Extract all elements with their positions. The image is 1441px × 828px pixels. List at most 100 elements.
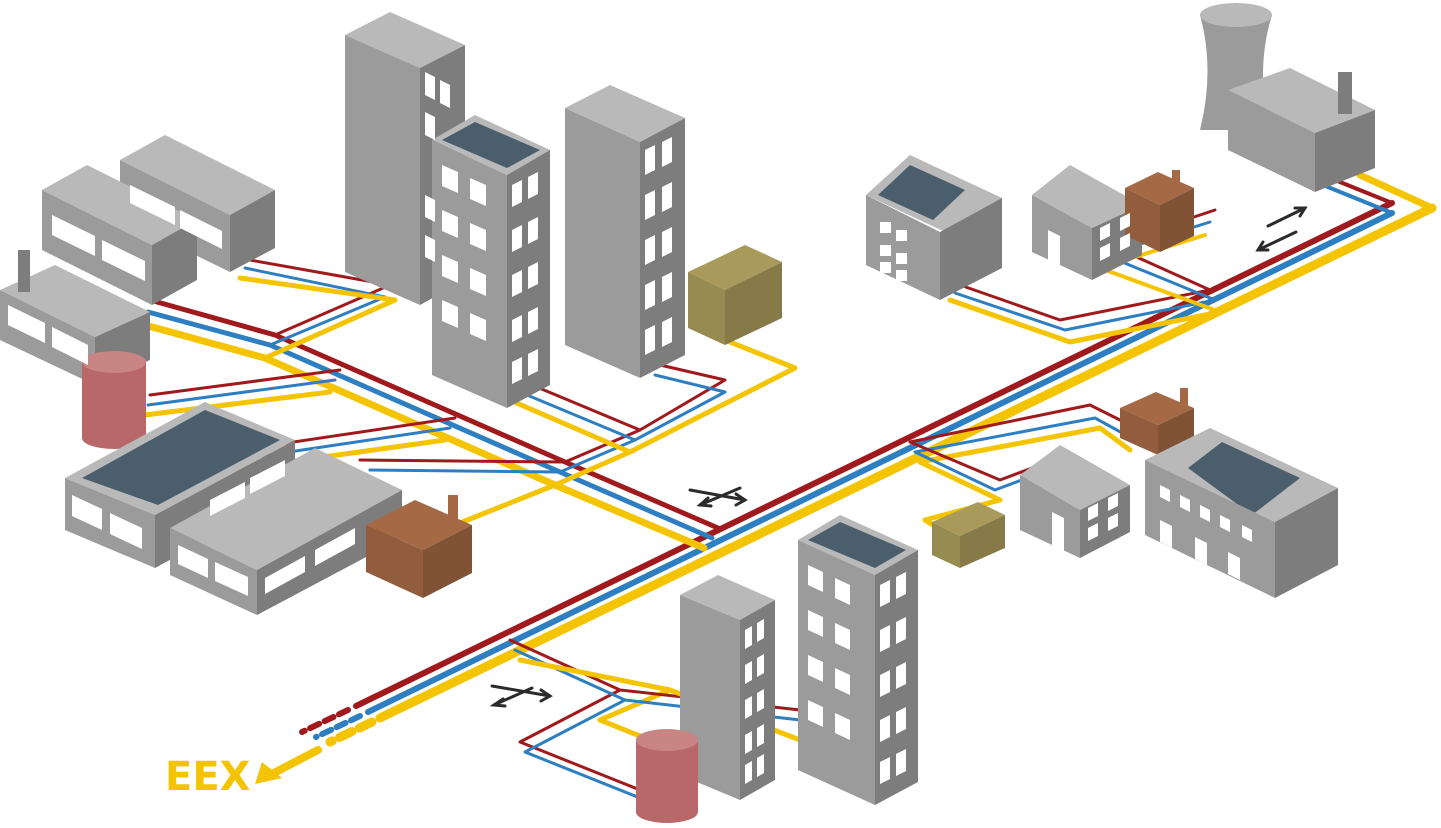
house-b-roof [1032, 165, 1142, 228]
chp-lower-side [1158, 408, 1194, 455]
plant-chimney [1338, 72, 1352, 114]
power-residential-lower [917, 425, 1133, 465]
apartment-solar [1145, 428, 1338, 598]
apartment-side [1275, 488, 1338, 598]
power-trunk-line [375, 203, 1437, 723]
workshop-chimney [18, 250, 30, 292]
heat-export-dashes [299, 707, 351, 735]
chp-left-front [366, 525, 423, 598]
power-chp-left [452, 482, 558, 528]
tank-left-top [82, 351, 146, 373]
tower-c-roof [565, 85, 685, 142]
power-plant [1200, 3, 1375, 192]
chp-unit-upper [1125, 170, 1194, 252]
heat-residential-upper [958, 283, 1212, 322]
cold-residential-upper [953, 291, 1217, 332]
tank-lower-top [636, 729, 698, 751]
factory-windows [8, 185, 222, 365]
solar-panel-icon [878, 165, 965, 220]
office-tower-b [432, 115, 550, 408]
battery-lower-front [932, 522, 960, 568]
office-tower-c [565, 85, 685, 378]
cold-tower-mid [513, 388, 637, 442]
export-arrow-icon [266, 746, 322, 779]
house-b-front [1032, 195, 1092, 280]
bidirectional-arrows-icon [1255, 206, 1308, 252]
solar-panel-icon [808, 522, 906, 568]
plant-side [1315, 110, 1375, 192]
power-tower-mid [502, 395, 633, 455]
windows [8, 72, 1252, 784]
power-industry-mid [142, 389, 333, 418]
factory-front [42, 165, 197, 305]
solar-panel-icon [442, 122, 540, 168]
cold-city-main [145, 309, 715, 541]
factory-rear-roof [120, 135, 275, 215]
chp-left-side [423, 525, 472, 598]
tower-d-roof [680, 575, 775, 620]
cold-towers [558, 373, 727, 474]
house-c-front [1020, 475, 1080, 558]
chp-left-chimney [448, 495, 458, 523]
battery-lower-side [960, 515, 1005, 568]
plant-front [1228, 90, 1315, 192]
tower-a-windows [425, 72, 450, 262]
tower-a-roof [345, 12, 465, 68]
heat-lower-branch [508, 638, 642, 792]
bidirectional-arrows-icon [688, 486, 748, 508]
cold-plant-feed [1316, 181, 1394, 215]
chp-upper-side [1160, 188, 1194, 252]
apartment-front [1145, 460, 1275, 598]
thermal-storage-left [82, 351, 146, 449]
house-c-roof [1020, 445, 1130, 510]
chp-lower-front [1120, 408, 1158, 455]
heat-trunk-line [353, 200, 1395, 709]
thermal-storage-lower [636, 729, 698, 823]
bidirectional-arrows-icon [489, 684, 553, 708]
tank-lower-body [636, 740, 698, 812]
heat-plant-feed [1328, 176, 1394, 205]
battery-side [725, 262, 782, 345]
export-to-market: EEX [165, 746, 322, 800]
cold-export-dashes [313, 713, 363, 740]
warehouse-front [170, 528, 257, 615]
chp-unit-lower [1120, 388, 1194, 455]
house-windows [880, 213, 1252, 580]
cold-industry-mid [146, 378, 337, 407]
battery-icon [932, 502, 1005, 536]
heat-towers [563, 363, 727, 464]
house-solar-upper [866, 155, 1002, 300]
chp-unit-left [366, 495, 472, 598]
tower-a-front [345, 35, 420, 305]
cold-chp-left [368, 468, 562, 474]
chp-upper-chimney [1172, 170, 1180, 192]
export-market-label: EEX [165, 754, 251, 800]
tower-b-front [432, 140, 507, 408]
plant-roof [1228, 68, 1375, 133]
tower-b-windows [442, 165, 538, 384]
solar-panel-icon [1188, 442, 1300, 515]
chp-lower-chimney [1180, 388, 1188, 412]
house-a-side [940, 198, 1002, 300]
tank-lower-bottom [636, 801, 698, 823]
tower-lower-windows [745, 565, 906, 784]
power-export-dashes [325, 717, 377, 747]
battery-icon [688, 245, 782, 290]
tower-c-front [565, 108, 640, 378]
power-industry-upper [237, 275, 398, 361]
workshop-roof [0, 265, 150, 337]
exchange-arrows [489, 206, 1308, 708]
heat-house-lower [908, 440, 1042, 482]
battery-storage-lower [932, 502, 1005, 568]
heat-industry-mid [148, 368, 342, 397]
power-plant-feed [1356, 171, 1436, 212]
power-residential-upper [947, 297, 1223, 345]
factory-front-front [42, 190, 152, 305]
heat-chp-left [358, 458, 567, 464]
solar-panel-icon [82, 410, 280, 505]
chp-lower-top [1120, 392, 1194, 425]
cooling-tower-top [1200, 3, 1272, 27]
house-a-front [866, 195, 940, 300]
export-arrow-head [255, 762, 282, 784]
